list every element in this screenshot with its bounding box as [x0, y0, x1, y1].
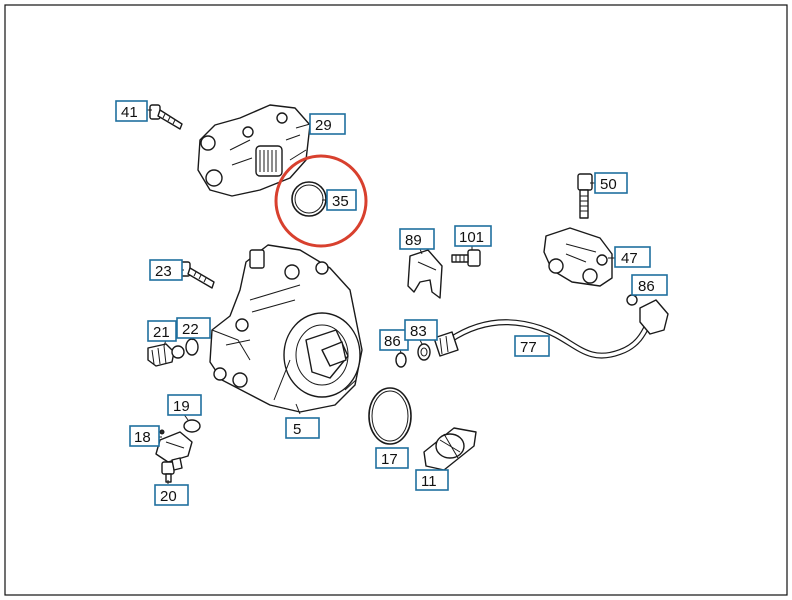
label-50: 50 — [594, 172, 628, 194]
label-29: 29 — [309, 113, 346, 135]
part-101-screw — [451, 249, 481, 267]
svg-text:86: 86 — [638, 278, 655, 295]
svg-text:5: 5 — [293, 421, 301, 438]
part-17-o-ring — [368, 387, 412, 445]
label-83: 83 — [404, 319, 438, 341]
part-89-bracket — [407, 249, 443, 299]
label-77: 77 — [514, 335, 550, 357]
label-19: 19 — [167, 394, 202, 416]
svg-text:47: 47 — [621, 250, 638, 267]
part-41-bolt — [149, 104, 183, 130]
label-17: 17 — [375, 447, 409, 469]
label-20: 20 — [154, 484, 189, 506]
part-21-fitting — [147, 343, 185, 367]
label-47: 47 — [614, 246, 651, 268]
label-41: 41 — [115, 100, 148, 122]
svg-text:50: 50 — [600, 176, 617, 193]
svg-text:89: 89 — [405, 232, 422, 249]
svg-text:17: 17 — [381, 451, 398, 468]
part-50-bolt — [577, 173, 593, 219]
svg-text:11: 11 — [421, 473, 437, 490]
label-11: 11 — [415, 469, 449, 491]
label-86-right: 86 — [631, 274, 668, 296]
diagram-frame — [4, 4, 788, 596]
svg-text:77: 77 — [520, 339, 537, 356]
svg-text:41: 41 — [121, 104, 138, 121]
svg-text:35: 35 — [332, 193, 349, 210]
part-77-fuel-line — [433, 299, 669, 359]
part-18-sensor — [155, 429, 193, 463]
part-11-coupling — [423, 427, 477, 471]
svg-text:83: 83 — [410, 323, 427, 340]
part-19-o-ring — [183, 419, 201, 433]
label-21: 21 — [147, 320, 177, 342]
part-47-fitting — [543, 227, 613, 287]
svg-text:22: 22 — [182, 321, 199, 338]
label-86-center: 86 — [379, 329, 409, 351]
svg-text:23: 23 — [155, 263, 172, 280]
svg-text:101: 101 — [459, 229, 484, 246]
label-22: 22 — [176, 317, 211, 339]
svg-text:21: 21 — [153, 324, 170, 341]
part-35-o-ring — [291, 181, 327, 217]
svg-text:86: 86 — [384, 333, 401, 350]
svg-text:20: 20 — [160, 488, 177, 505]
svg-text:29: 29 — [315, 117, 332, 134]
highlight-circle-35 — [274, 154, 368, 248]
part-5-pump-body — [209, 244, 363, 413]
label-35: 35 — [326, 189, 357, 211]
part-20-screw — [161, 457, 183, 483]
label-23: 23 — [149, 259, 183, 281]
svg-text:19: 19 — [173, 398, 190, 415]
label-18: 18 — [129, 425, 160, 447]
label-101: 101 — [454, 225, 492, 247]
label-89: 89 — [399, 228, 435, 250]
label-5: 5 — [285, 417, 320, 439]
svg-text:18: 18 — [134, 429, 151, 446]
part-83-washer — [417, 343, 431, 361]
